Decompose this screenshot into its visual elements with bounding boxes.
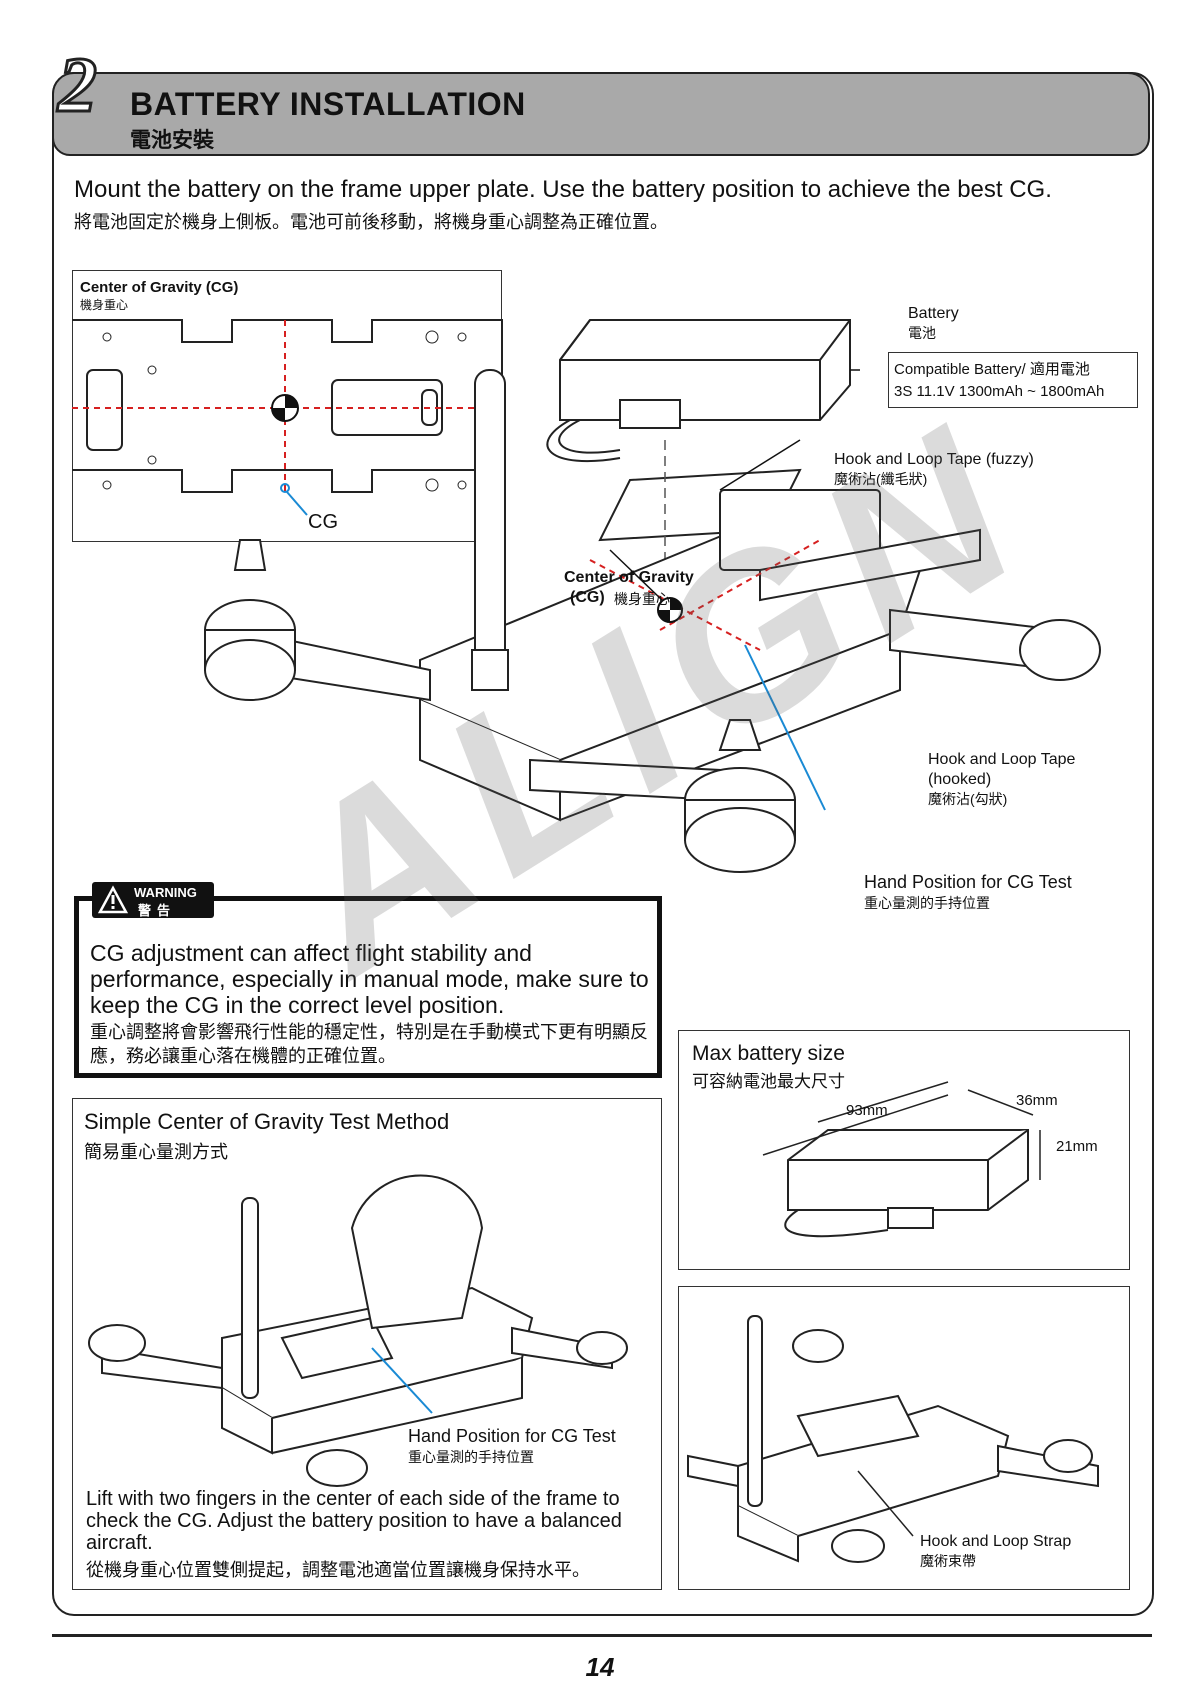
warning-tag-en: WARNING (134, 885, 197, 900)
warning-tag: WARNING 警告 (92, 882, 214, 918)
page-number: 14 (585, 1652, 615, 1682)
battery-width-label: 36mm (1016, 1092, 1058, 1109)
test-method-body-zh: 從機身重心位置雙側提起，調整電池適當位置讓機身保持水平。 (86, 1560, 590, 1580)
section-subtitle: 電池安裝 (130, 129, 214, 152)
tape-hooked-zh: 魔術沾(勾狀) (928, 791, 1008, 807)
step-number: 2 (57, 41, 99, 128)
max-battery-title: Max battery size (692, 1042, 845, 1065)
compatible-battery-line1: Compatible Battery/ 適用電池 (894, 361, 1090, 378)
cg-diagram-title-zh: 機身重心 (80, 298, 129, 312)
cg-label-zh: 機身重心 (614, 591, 670, 607)
cg-plate-drawing (72, 319, 503, 516)
quadcopter-illustration (204, 319, 1101, 873)
tape-fuzzy-label: Hook and Loop Tape (fuzzy) (834, 451, 1034, 468)
cg-label-line2: (CG) (570, 589, 605, 606)
tape-hooked-line2: (hooked) (928, 771, 992, 788)
strap-label: Hook and Loop Strap (920, 1533, 1072, 1550)
tape-fuzzy-label-zh: 魔術沾(纖毛狀) (834, 471, 928, 487)
battery-length-label: 93mm (846, 1102, 888, 1119)
hand-position-label: Hand Position for CG Test (864, 872, 1072, 892)
compatible-battery-box (888, 352, 1138, 408)
section-header (52, 72, 1150, 156)
max-battery-box (678, 1030, 1130, 1270)
test-method-body-en: Lift with two fingers in the center of e… (86, 1488, 622, 1554)
battery-size-drawing (762, 1081, 1041, 1238)
battery-drawing (546, 319, 851, 463)
tape-hooked-line1: Hook and Loop Tape (928, 751, 1076, 768)
test-method-title: Simple Center of Gravity Test Method (84, 1109, 450, 1134)
intro-text-en: Mount the battery on the frame upper pla… (74, 176, 1052, 203)
intro-text-zh: 將電池固定於機身上側板。電池可前後移動，將機身重心調整為正確位置。 (74, 212, 668, 232)
battery-label-zh: 電池 (908, 325, 936, 341)
warning-icon (97, 885, 129, 914)
test-hand-position-label: Hand Position for CG Test (408, 1426, 616, 1446)
section-title: BATTERY INSTALLATION (130, 86, 526, 122)
test-hand-position-label-zh: 重心量測的手持位置 (408, 1449, 534, 1465)
warning-box (74, 896, 662, 1078)
test-method-title-zh: 簡易重心量測方式 (84, 1142, 228, 1162)
strap-label-zh: 魔術束帶 (920, 1553, 976, 1569)
warning-text-en: CG adjustment can affect flight stabilit… (90, 940, 649, 1018)
warning-tag-zh: 警告 (138, 903, 177, 918)
strap-box (678, 1286, 1130, 1590)
cg-diagram-title: Center of Gravity (CG) (80, 279, 239, 296)
battery-label: Battery (908, 305, 959, 322)
battery-height-label: 21mm (1056, 1138, 1098, 1155)
footer-rule (52, 1634, 1152, 1637)
hand-position-label-zh: 重心量測的手持位置 (864, 895, 990, 911)
max-battery-title-zh: 可容納電池最大尺寸 (692, 1072, 845, 1091)
warning-text-zh: 重心調整將會影響飛行性能的穩定性，特別是在手動模式下更有明顯反應，務必讓重心落在… (90, 1022, 648, 1066)
strap-drawing (687, 1315, 1099, 1563)
cg-marker-label: CG (308, 511, 338, 533)
test-method-drawing (88, 1174, 628, 1487)
test-method-box (72, 1098, 662, 1590)
cg-label-line1: Center of Gravity (564, 569, 694, 586)
compatible-battery-line2: 3S 11.1V 1300mAh ~ 1800mAh (894, 383, 1105, 400)
